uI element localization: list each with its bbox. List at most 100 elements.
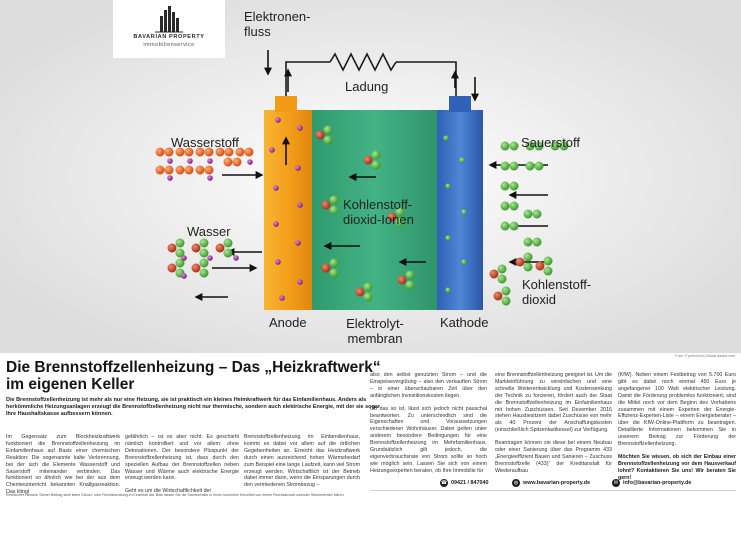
load-resistor	[329, 52, 397, 72]
hydrogen-molecule	[175, 147, 185, 157]
hydrogen-molecule	[215, 147, 225, 157]
co2-ion	[329, 205, 339, 215]
co2-molecule	[543, 256, 553, 266]
co2-ion	[329, 195, 339, 205]
hydrogen-molecule	[224, 147, 234, 157]
cathode-terminal	[449, 96, 471, 112]
oxygen-molecule	[559, 141, 569, 151]
fuel-cell-illustration	[0, 0, 741, 353]
article-column-1: Im Gegensatz zum Blockheizkraftwerk funk…	[6, 434, 120, 502]
water-molecule	[223, 238, 233, 248]
email-link[interactable]: info@bavarian-property.de	[623, 480, 692, 486]
proton	[297, 125, 303, 131]
water-molecule	[175, 258, 185, 268]
paragraph: Beantragen können sie diese bei einem Ne…	[495, 440, 612, 474]
co2-molecule	[501, 296, 511, 306]
water-molecule	[191, 263, 201, 273]
proton	[187, 158, 193, 164]
call-to-action: Möchten Sie wissen, ob sich der Einbau e…	[618, 453, 736, 481]
paragraph: Ob das so ist, lässt sich jedoch nicht p…	[370, 405, 487, 474]
co2-ion	[321, 263, 331, 273]
co2-molecule	[501, 286, 511, 296]
hydrogen-molecule	[244, 147, 254, 157]
label-electron-flow: Elektronen- fluss	[244, 9, 311, 39]
hydrogen-molecule	[175, 165, 185, 175]
label-co2-ions: Kohlenstoff- dioxid-Ionen	[343, 197, 414, 227]
proton	[207, 255, 213, 261]
co2-ion	[329, 268, 339, 278]
proton	[297, 202, 303, 208]
contact-phone[interactable]: ☎ 09421 / 847040	[440, 479, 488, 487]
hydrogen-molecule	[184, 165, 194, 175]
hydrogen-molecule	[155, 165, 165, 175]
oxygen-molecule	[500, 141, 510, 151]
water-molecule	[199, 238, 209, 248]
proton	[181, 255, 187, 261]
paragraph: Geht es um die Wirtschaftlichkeit der	[125, 488, 212, 495]
water-molecule	[167, 243, 177, 253]
co2-molecule	[523, 262, 533, 272]
anode-plate	[264, 110, 312, 310]
oxygen-molecule	[534, 141, 544, 151]
proton	[167, 175, 173, 181]
phone-number: 09421 / 847040	[451, 480, 489, 486]
oxygen-molecule	[509, 181, 519, 191]
proton	[273, 185, 279, 191]
proton	[167, 158, 173, 164]
hydrogen-molecule	[223, 157, 233, 167]
oxygen-atom	[445, 287, 451, 293]
fuel-cell-diagram: BAVARIAN PROPERTY immobilienservice Elek…	[0, 0, 741, 353]
oxygen-atom	[445, 183, 451, 189]
oxygen-molecule	[509, 161, 519, 171]
article-column-6: (KfW). Neben einem Festbetrag von 5.700 …	[618, 372, 736, 488]
co2-ion	[323, 135, 333, 145]
wire-left	[285, 61, 330, 96]
contact-website[interactable]: ◍ www.bavarian-property.de	[512, 479, 590, 487]
water-molecule	[215, 243, 225, 253]
molecules	[155, 117, 569, 306]
cathode-plate	[437, 110, 483, 310]
label-hydrogen: Wasserstoff	[171, 135, 239, 150]
co2-ion	[321, 200, 331, 210]
co2-ion	[397, 275, 407, 285]
mail-icon: ✉	[612, 479, 620, 487]
co2-ion	[315, 130, 325, 140]
wire-right	[396, 61, 457, 96]
co2-ion	[405, 280, 415, 290]
oxygen-molecule	[525, 161, 535, 171]
co2-ion	[395, 207, 405, 217]
paragraph: gefährlich – ist es aber nicht. Es gesch…	[125, 434, 239, 482]
co2-ion	[355, 287, 365, 297]
website-link[interactable]: www.bavarian-property.de	[523, 480, 591, 486]
co2-ion	[387, 212, 397, 222]
contact-email[interactable]: ✉ info@bavarian-property.de	[612, 479, 691, 487]
oxygen-molecule	[500, 221, 510, 231]
hydrogen-molecule	[195, 165, 205, 175]
oxygen-molecule	[509, 141, 519, 151]
oxygen-atom	[445, 235, 451, 241]
hydrogen-molecule	[164, 165, 174, 175]
oxygen-molecule	[509, 221, 519, 231]
photo-credit: Foto: © petrovich12/stock.adobe.com	[675, 354, 735, 358]
hydrogen-molecule	[204, 165, 214, 175]
label-anode: Anode	[269, 315, 307, 330]
co2-molecule	[493, 291, 503, 301]
oxygen-molecule	[523, 237, 533, 247]
label-water: Wasser	[187, 224, 231, 239]
co2-molecule	[535, 261, 545, 271]
co2-molecule	[515, 257, 525, 267]
proton	[181, 273, 187, 279]
co2-ion	[405, 270, 415, 280]
proton	[275, 117, 281, 123]
oxygen-molecule	[509, 201, 519, 211]
paragraph: Im Gegensatz zum Blockheizkraftwerk funk…	[6, 434, 120, 496]
proton	[207, 175, 213, 181]
oxygen-molecule	[550, 141, 560, 151]
proton	[207, 158, 213, 164]
oxygen-molecule	[523, 209, 533, 219]
co2-molecule	[489, 269, 499, 279]
label-load: Ladung	[345, 79, 389, 94]
contact-divider	[370, 490, 736, 491]
paragraph: Brennstoffzellenheizung im Einfamilienha…	[244, 434, 360, 489]
co2-ion	[323, 125, 333, 135]
